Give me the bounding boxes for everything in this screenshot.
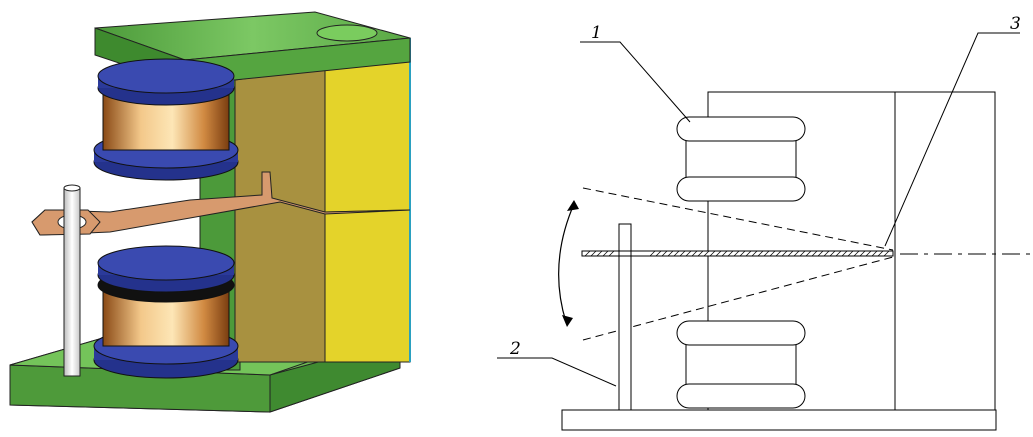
lower-coil-outline [676, 320, 806, 409]
upper-coil [93, 58, 239, 181]
pin-outline [618, 223, 632, 411]
callout-label-armature: 3 [1010, 14, 1021, 34]
leader-3 [884, 32, 1020, 247]
callout-label-coil: 1 [591, 23, 602, 43]
leader-2 [497, 357, 617, 387]
base-outline [561, 409, 997, 431]
callout-label-pin: 2 [509, 339, 521, 359]
leader-1 [580, 41, 691, 123]
yoke [234, 37, 411, 363]
relay-schematic [497, 32, 1033, 431]
armature-outline [581, 250, 894, 257]
motion-arrow [558, 200, 579, 327]
relay-3d-illustration [9, 11, 411, 413]
upper-coil-outline [676, 116, 806, 202]
lower-travel-line [582, 256, 894, 341]
top-plate-hole [316, 24, 378, 42]
lower-coil [93, 245, 239, 379]
upper-travel-line [582, 187, 894, 251]
pin [63, 184, 81, 377]
